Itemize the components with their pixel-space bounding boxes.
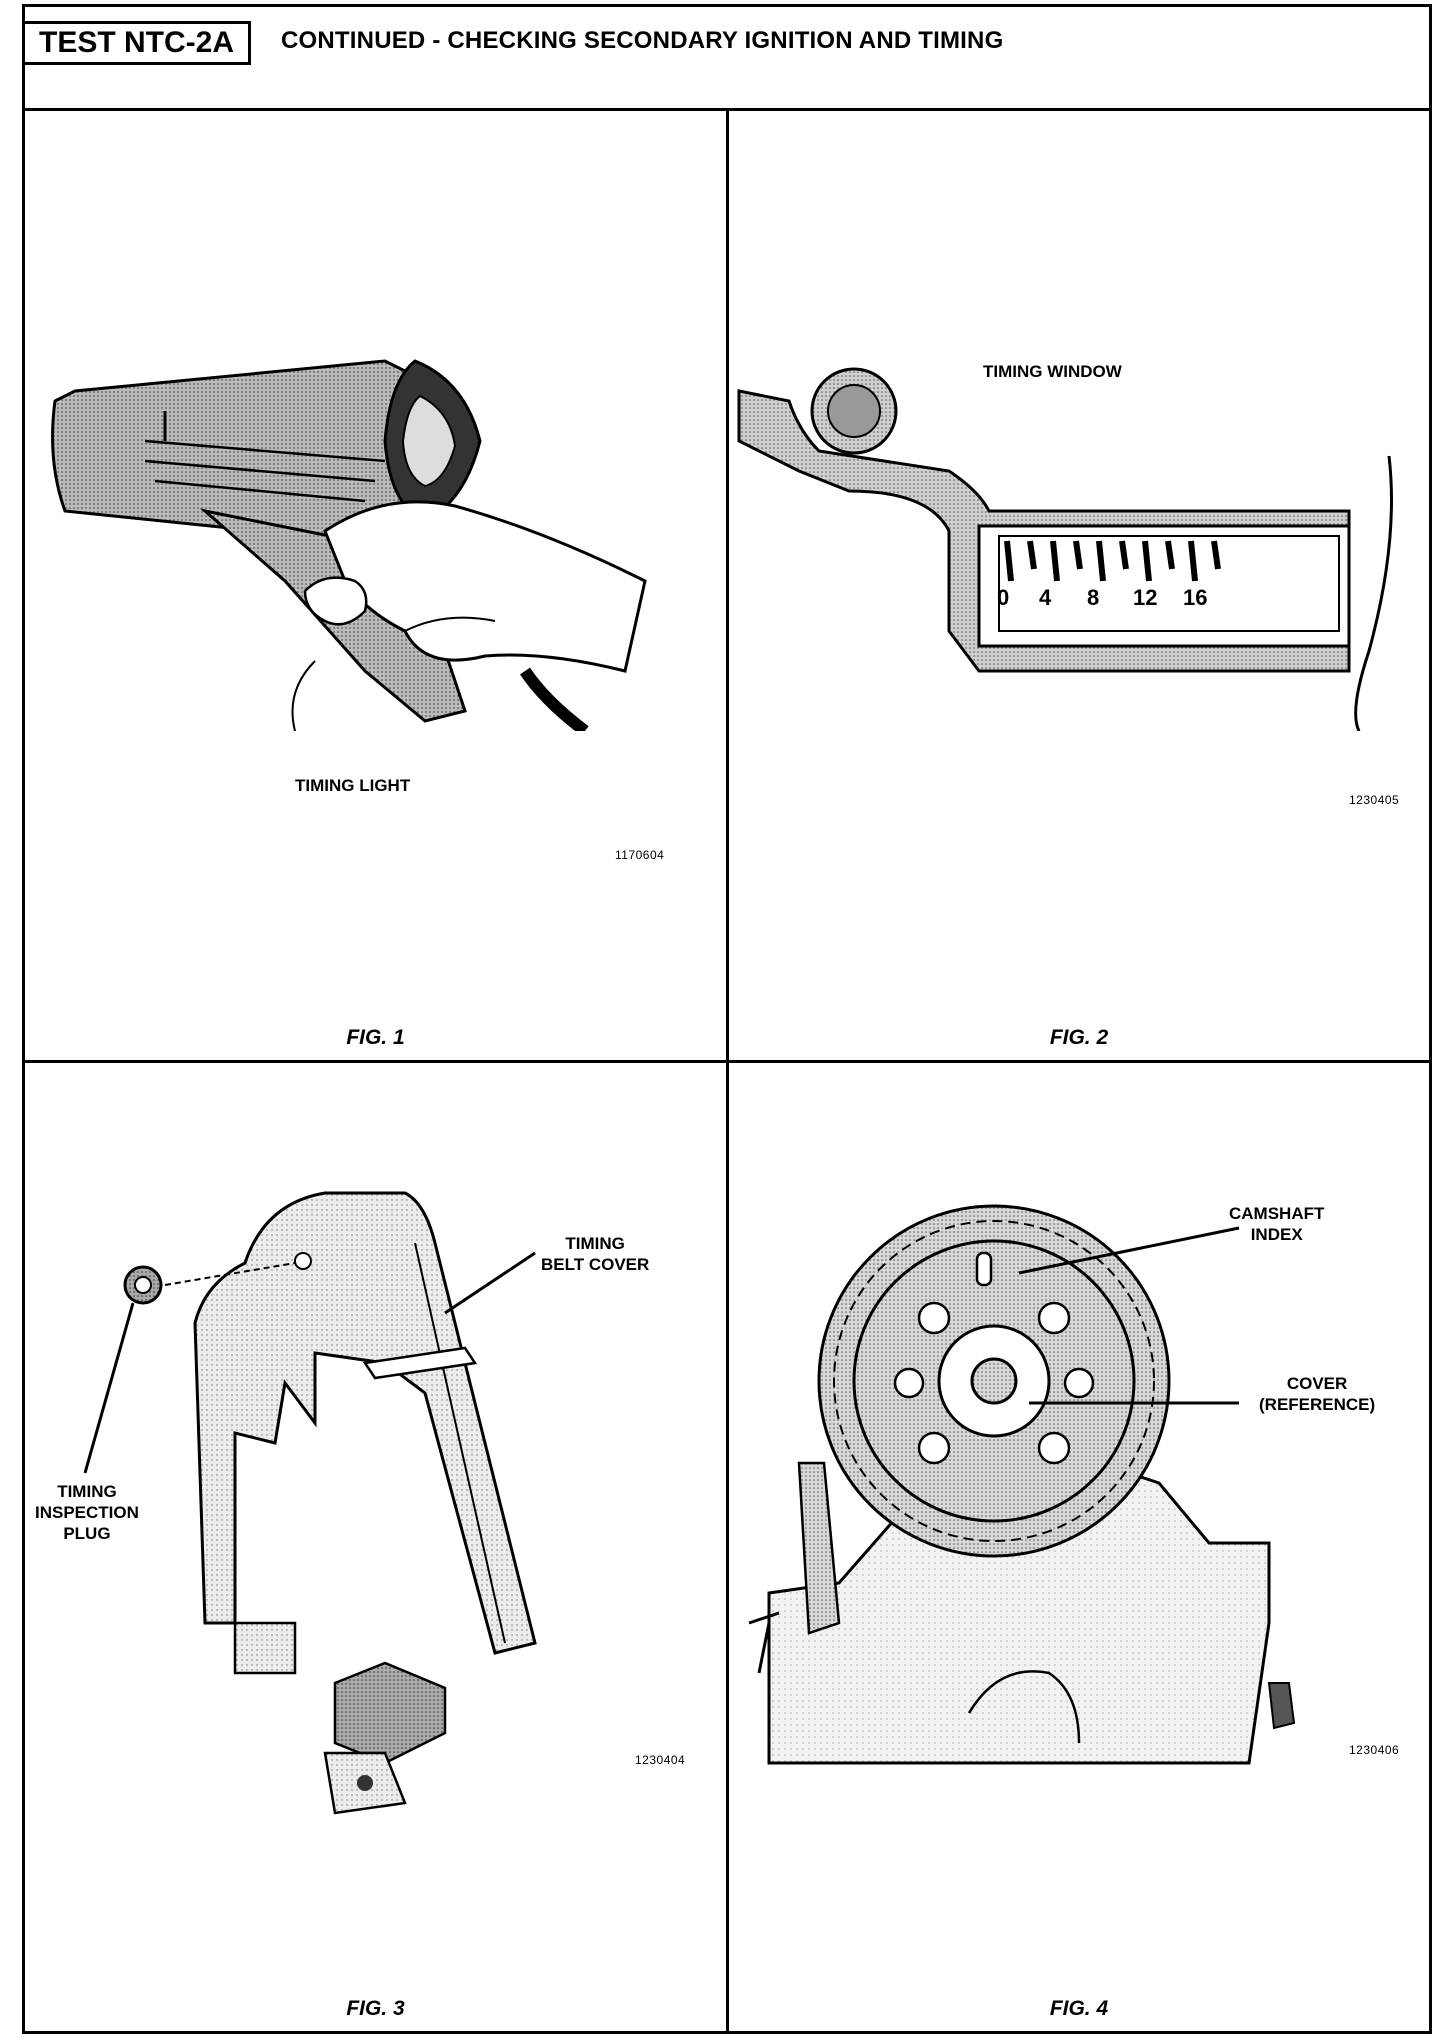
camshaft-index-callout: CAMSHAFT INDEX bbox=[1229, 1204, 1325, 1244]
figure-1-part-number: 1170604 bbox=[615, 848, 665, 862]
camshaft-sprocket-illustration bbox=[748, 1204, 1296, 1765]
timing-window-callout: TIMING WINDOW bbox=[983, 362, 1122, 381]
figure-4-caption: FIG. 4 bbox=[1049, 1997, 1109, 2020]
scale-tick bbox=[1188, 540, 1198, 582]
figure-3-panel: TIMING BELT COVER TIMING INSPECTION PLUG… bbox=[25, 1063, 729, 2031]
scale-tick bbox=[1073, 540, 1083, 570]
scale-tick bbox=[1050, 540, 1060, 582]
figure-grid: TIMING LIGHT 1170604 FIG. 1 bbox=[25, 111, 1429, 2031]
timing-scale bbox=[1004, 540, 1221, 582]
figure-1-caption: FIG. 1 bbox=[346, 1026, 405, 1049]
service-manual-page: TEST NTC-2A CONTINUED - CHECKING SECONDA… bbox=[22, 4, 1432, 2034]
scale-mark: 16 bbox=[1183, 585, 1208, 610]
scale-tick bbox=[1142, 540, 1152, 582]
scale-mark: 4 bbox=[1039, 585, 1052, 610]
figure-3-caption: FIG. 3 bbox=[346, 1997, 405, 2020]
figure-1-panel: TIMING LIGHT 1170604 FIG. 1 bbox=[25, 111, 729, 1063]
scale-tick bbox=[1004, 540, 1014, 582]
scale-tick bbox=[1027, 540, 1037, 570]
scale-tick bbox=[1165, 540, 1175, 570]
timing-light-callout: TIMING LIGHT bbox=[295, 776, 411, 795]
timing-window-illustration bbox=[737, 367, 1393, 731]
timing-belt-cover-callout: TIMING BELT COVER bbox=[541, 1234, 650, 1274]
cover-reference-callout: COVER (REFERENCE) bbox=[1259, 1374, 1376, 1414]
test-id-box: TEST NTC-2A bbox=[25, 21, 251, 65]
figure-4-panel: CAMSHAFT INDEX COVER (REFERENCE) 1230406… bbox=[729, 1063, 1429, 2031]
timing-belt-cover-illustration bbox=[83, 1191, 537, 1815]
scale-mark: 12 bbox=[1133, 585, 1158, 610]
figure-2-panel: 0 4 8 12 16 TIMING WINDOW 1230405 FIG. 2 bbox=[729, 111, 1429, 1063]
figure-3-part-number: 1230404 bbox=[635, 1753, 686, 1767]
scale-mark: 8 bbox=[1087, 585, 1100, 610]
timing-inspection-plug-callout: TIMING INSPECTION PLUG bbox=[35, 1482, 139, 1543]
timing-scale-numbers: 0 4 8 12 16 bbox=[729, 111, 1429, 731]
scale-tick bbox=[1096, 540, 1106, 582]
figure-4-part-number: 1230406 bbox=[1349, 1743, 1400, 1757]
scale-tick bbox=[1211, 540, 1221, 570]
page-title: CONTINUED - CHECKING SECONDARY IGNITION … bbox=[281, 27, 1004, 54]
scale-mark: 0 bbox=[997, 585, 1010, 610]
timing-light-illustration bbox=[51, 359, 647, 731]
scale-tick bbox=[1119, 540, 1129, 570]
figure-2-caption: FIG. 2 bbox=[1049, 1026, 1109, 1049]
figure-2-part-number: 1230405 bbox=[1349, 793, 1400, 807]
page-header: TEST NTC-2A CONTINUED - CHECKING SECONDA… bbox=[25, 7, 1429, 111]
